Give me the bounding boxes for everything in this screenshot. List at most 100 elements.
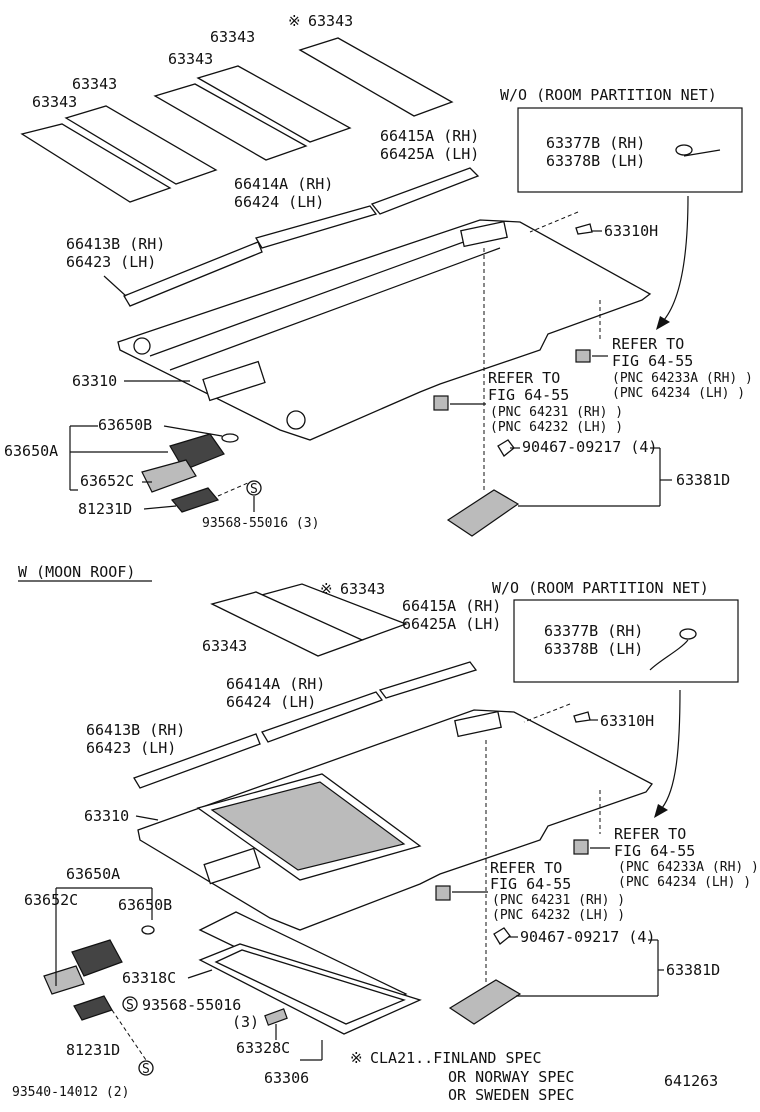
pad-63343-star bbox=[298, 37, 454, 117]
strip-66413B bbox=[123, 241, 263, 307]
svg-text:S: S bbox=[250, 482, 258, 497]
label-93568-qty-b: (3) bbox=[232, 1013, 259, 1031]
pad-63343-d bbox=[20, 123, 172, 203]
label-66424: 66424 (LH) bbox=[234, 193, 324, 211]
partition-box-title-b: W/O (ROOM PARTITION NET) bbox=[492, 579, 709, 597]
label-63343-c: 63343 bbox=[210, 28, 255, 46]
label-93540: 93540-14012 (2) bbox=[12, 1085, 129, 1100]
footnote-mark: ※ bbox=[350, 1049, 363, 1067]
section-title-moon-roof: W (MOON ROOF) bbox=[18, 563, 135, 581]
clip-63310H bbox=[575, 223, 593, 235]
label-66414A-b: 66414A (RH) bbox=[226, 675, 325, 693]
partition-box bbox=[517, 107, 743, 193]
screw-symbol-b1 bbox=[122, 996, 138, 1012]
label-66423: 66423 (LH) bbox=[66, 253, 156, 271]
label-63343-star: 63343 bbox=[308, 12, 353, 30]
label-63343-d: 63343 bbox=[32, 93, 77, 111]
footnote-line-3: OR SWEDEN SPEC bbox=[448, 1086, 574, 1104]
label-63310: 63310 bbox=[72, 372, 117, 390]
top-section: ※ 63343 63343 63343 63343 63343 66415A (… bbox=[4, 12, 753, 537]
label-81231D: 81231D bbox=[78, 500, 132, 518]
star-mark: ※ bbox=[288, 12, 301, 30]
pad-63343-b2 bbox=[210, 591, 364, 657]
label-63343-b: 63343 bbox=[168, 50, 213, 68]
screw-symbol-b2 bbox=[138, 1060, 154, 1076]
partition-box-b bbox=[513, 599, 739, 683]
pad-63343-c bbox=[196, 65, 352, 143]
label-63343-a: 63343 bbox=[72, 75, 117, 93]
star-mark-b: ※ bbox=[320, 580, 333, 598]
label-63343-b: 63343 bbox=[202, 637, 247, 655]
lamp-63650A-b bbox=[71, 939, 123, 977]
label-93568-top: 93568-55016 (3) bbox=[202, 516, 319, 531]
footnote-line-1: CLA21..FINLAND SPEC bbox=[370, 1049, 542, 1067]
label-66414A: 66414A (RH) bbox=[234, 175, 333, 193]
label-93568-b: 93568-55016 bbox=[142, 996, 241, 1014]
refer-right-3: (PNC 64233A (RH) ) bbox=[612, 371, 753, 386]
label-66413B: 66413B (RH) bbox=[66, 235, 165, 253]
headliner-63310-b bbox=[137, 709, 653, 931]
label-63306: 63306 bbox=[264, 1069, 309, 1087]
label-66424-b: 66424 (LH) bbox=[226, 693, 316, 711]
refer-left-4: (PNC 64232 (LH) ) bbox=[490, 420, 623, 435]
label-63650A-b: 63650A bbox=[66, 865, 120, 883]
label-63328C: 63328C bbox=[236, 1039, 290, 1057]
label-63343-star-b: 63343 bbox=[340, 580, 385, 598]
refer-right-2: FIG 64-55 bbox=[612, 352, 693, 370]
label-66423-b: 66423 (LH) bbox=[86, 739, 176, 757]
label-63318C: 63318C bbox=[122, 969, 176, 987]
label-63652C-b: 63652C bbox=[24, 891, 78, 909]
svg-text:S: S bbox=[142, 1062, 150, 1077]
label-66425A: 66425A (LH) bbox=[380, 145, 479, 163]
refer-left-2-b: FIG 64-55 bbox=[490, 875, 571, 893]
fig-number: 641263 bbox=[664, 1072, 718, 1090]
label-63310H: 63310H bbox=[604, 222, 658, 240]
label-66415A-b: 66415A (RH) bbox=[402, 597, 501, 615]
refer-right-2-b: FIG 64-55 bbox=[614, 842, 695, 860]
label-63310-b: 63310 bbox=[84, 807, 129, 825]
refer-right-4: (PNC 64234 (LH) ) bbox=[612, 386, 745, 401]
refer-left-3-b: (PNC 64231 (RH) ) bbox=[492, 893, 625, 908]
label-66425A-b: 66425A (LH) bbox=[402, 615, 501, 633]
clip-63310H-b bbox=[573, 711, 591, 723]
clip-90467-b bbox=[493, 927, 511, 945]
partition-box-title: W/O (ROOM PARTITION NET) bbox=[500, 86, 717, 104]
label-63378B: 63378B (LH) bbox=[546, 152, 645, 170]
screw-symbol-top bbox=[246, 480, 262, 496]
label-66413B-b: 66413B (RH) bbox=[86, 721, 185, 739]
label-63377B-b: 63377B (RH) bbox=[544, 622, 643, 640]
strip-66415A bbox=[370, 167, 480, 215]
lamp-cover-63652C bbox=[141, 459, 197, 493]
label-81231D-b: 81231D bbox=[66, 1041, 120, 1059]
strip-66413B-b bbox=[133, 733, 261, 789]
refer-right-1-b: REFER TO bbox=[614, 825, 686, 843]
label-63381D: 63381D bbox=[676, 471, 730, 489]
label-63650A: 63650A bbox=[4, 442, 58, 460]
clip-63328C bbox=[264, 1008, 288, 1026]
lamp-lens-81231D bbox=[170, 487, 220, 513]
refer-left-1-b: REFER TO bbox=[490, 859, 562, 877]
strip-66414A bbox=[255, 205, 378, 249]
label-90467-b: 90467-09217 (4) bbox=[520, 928, 655, 946]
svg-text:S: S bbox=[126, 998, 134, 1013]
footnote-line-2: OR NORWAY SPEC bbox=[448, 1068, 574, 1086]
refer-right-3-b: (PNC 64233A (RH) ) bbox=[618, 860, 759, 875]
holder-63381D-b bbox=[448, 979, 522, 1025]
bottom-section: W (MOON ROOF) ※ 63343 63343 66415A (RH) … bbox=[12, 563, 759, 1100]
label-63378B-b: 63378B (LH) bbox=[544, 640, 643, 658]
pad-63343-a bbox=[64, 105, 218, 185]
label-63650B-b: 63650B bbox=[118, 896, 172, 914]
lamp-lens-81231D-b bbox=[73, 995, 113, 1021]
strip-66414A-b bbox=[261, 691, 384, 743]
pad-63343-b bbox=[153, 83, 308, 161]
footnote: ※ CLA21..FINLAND SPEC OR NORWAY SPEC OR … bbox=[350, 1049, 718, 1104]
label-63650B: 63650B bbox=[98, 416, 152, 434]
lamp-cover-63652C-b bbox=[43, 965, 85, 995]
label-63377B: 63377B (RH) bbox=[546, 134, 645, 152]
label-63652C: 63652C bbox=[80, 472, 134, 490]
refer-left-1: REFER TO bbox=[488, 369, 560, 387]
strip-66415A-b bbox=[378, 661, 478, 699]
refer-right-1: REFER TO bbox=[612, 335, 684, 353]
